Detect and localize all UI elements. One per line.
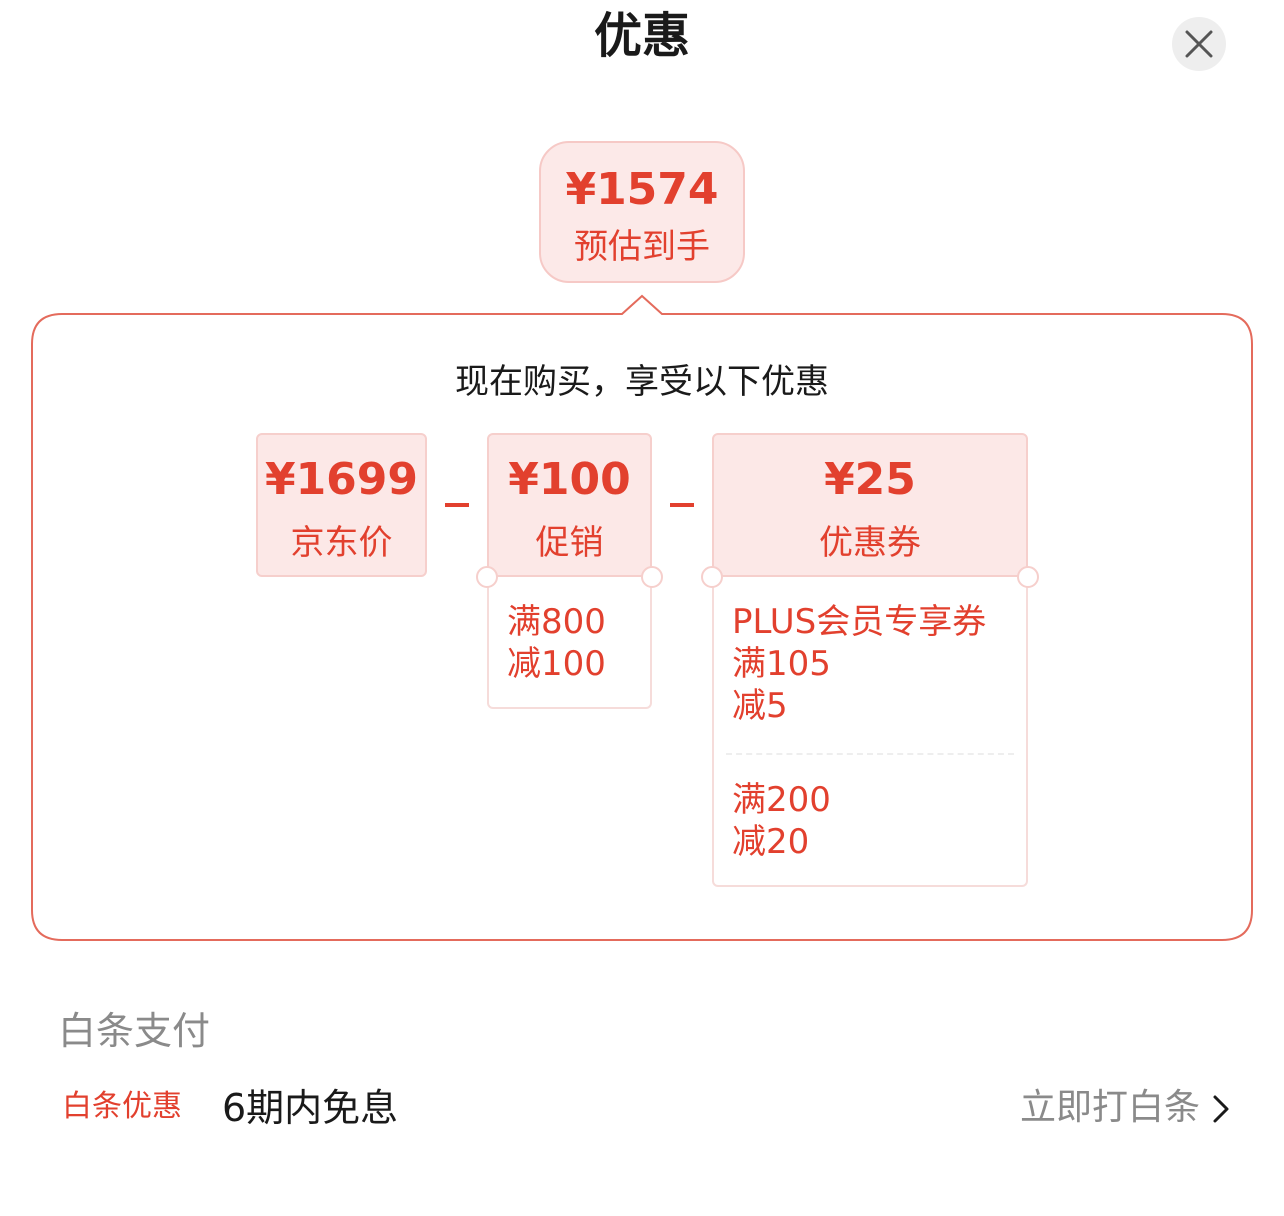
promotion-amount: ¥100: [508, 454, 631, 505]
coupon-rule-line: 减5: [732, 686, 788, 726]
promotion-rule-line: 满800: [507, 602, 606, 642]
coupon-box: ¥25 优惠券: [712, 433, 1028, 577]
chevron-right-icon[interactable]: [1212, 1094, 1230, 1124]
minus-sign: [670, 503, 694, 507]
minus-sign: [445, 503, 469, 507]
promotion-label: 促销: [535, 523, 604, 563]
baitiao-section-title: 白条支付: [58, 1009, 211, 1053]
coupon-rule-line: 满200: [732, 780, 831, 820]
close-icon: [1185, 30, 1213, 58]
coupon-divider: [726, 753, 1014, 755]
ticket-notch: [701, 566, 723, 588]
estimated-price: ¥1574: [565, 164, 719, 215]
coupon-rule-line: 减20: [732, 822, 810, 862]
estimated-price-bubble: ¥1574 预估到手: [539, 141, 745, 283]
panel-subtitle: 现在购买，享受以下优惠: [455, 362, 829, 402]
promotion-rule-line: 减100: [507, 644, 606, 684]
activate-baitiao-link[interactable]: 立即打白条: [1020, 1087, 1201, 1128]
coupon-label: 优惠券: [819, 523, 921, 563]
jd-price-label: 京东价: [290, 523, 393, 563]
coupon-rule-line: 满105: [732, 644, 831, 684]
ticket-notch: [641, 566, 663, 588]
coupon-rule-line: PLUS会员专享券: [732, 602, 987, 642]
close-button[interactable]: [1172, 17, 1226, 71]
promotion-rules: 满800 减100: [487, 577, 652, 709]
jd-price-box: ¥1699 京东价: [256, 433, 427, 577]
coupon-amount: ¥25: [824, 454, 916, 505]
baitiao-promo-tag: 白条优惠: [62, 1089, 182, 1124]
coupon-rules: PLUS会员专享券 满105 减5 满200 减20: [712, 577, 1028, 887]
jd-price-amount: ¥1699: [264, 454, 419, 505]
ticket-notch: [1017, 566, 1039, 588]
baitiao-promo-text: 6期内免息: [222, 1086, 399, 1130]
promotion-box: ¥100 促销: [487, 433, 652, 577]
page-title: 优惠: [593, 8, 690, 64]
estimated-price-label: 预估到手: [574, 227, 710, 267]
ticket-notch: [476, 566, 498, 588]
